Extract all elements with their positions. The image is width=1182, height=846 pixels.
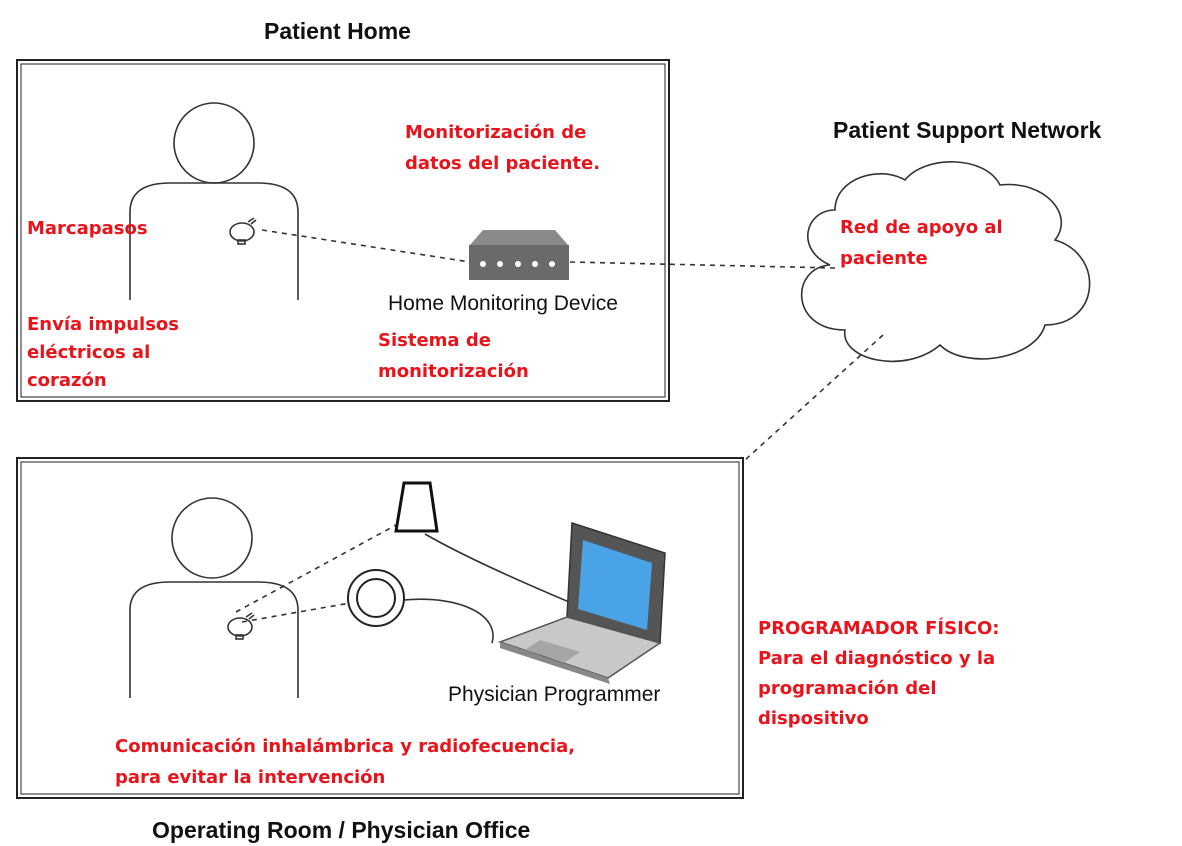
- operating-room-box: [16, 457, 744, 799]
- home-monitoring-device-icon: [469, 230, 569, 280]
- physician-programmer-label: Physician Programmer: [448, 683, 661, 706]
- annotation-data-monitoring: Monitorización de datos del paciente.: [405, 122, 601, 174]
- physician-office-person-icon: [129, 497, 299, 698]
- dashed-connections: [235, 229, 884, 623]
- annotation-physical-programmer: PROGRAMADOR FÍSICO: Para el diagnóstico …: [758, 618, 1000, 729]
- antenna-wand-icon: [394, 481, 439, 533]
- annotation-impulses: Envía impulsos eléctricos al corazón: [27, 314, 180, 391]
- annotation-support-network: Red de apoyo al paciente: [840, 217, 1003, 269]
- annotation-monitor-system: Sistema de monitorización: [378, 330, 529, 382]
- laptop-icon: [497, 521, 666, 684]
- operating-room-title: Operating Room / Physician Office: [152, 817, 531, 843]
- pacemaker-icon-2: [227, 612, 255, 640]
- cloud-icon: [800, 161, 1091, 363]
- patient-person-icon: [129, 102, 299, 300]
- annotation-pacemaker: Marcapasos: [27, 218, 148, 239]
- support-network-title: Patient Support Network: [833, 117, 1102, 143]
- pacemaker-icon: [229, 217, 257, 245]
- programming-head-icon: [347, 569, 405, 627]
- patient-home-title: Patient Home: [264, 18, 411, 44]
- annotation-wireless-communication: Comunicación inhalámbrica y radiofecuenc…: [115, 736, 576, 788]
- home-monitoring-device-label: Home Monitoring Device: [388, 292, 618, 315]
- patient-home-box: [16, 59, 670, 402]
